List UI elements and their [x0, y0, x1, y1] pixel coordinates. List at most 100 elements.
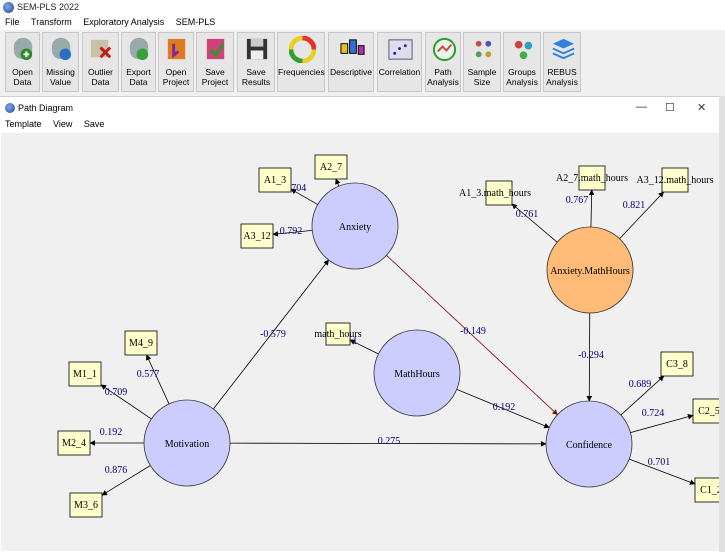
sample-size-button[interactable]: Sample Size [463, 32, 501, 92]
menu-transform[interactable]: Transform [31, 17, 72, 27]
loading-label: 0.192 [100, 427, 123, 438]
indicator-box [661, 167, 689, 193]
loading-label: 0.704 [284, 183, 307, 194]
indicator-node-a1[interactable]: A1_3 [258, 167, 292, 193]
path-analysis-button[interactable]: Path Analysis [425, 32, 461, 92]
loading-label: 0.709 [105, 387, 128, 398]
indicator-box [314, 154, 348, 180]
menu-view[interactable]: View [53, 119, 73, 129]
indicator-label: A2_7 [320, 162, 342, 173]
latent-circle [545, 400, 633, 488]
indicator-label: A3_12 [243, 231, 270, 242]
missing-value-button[interactable]: Missing Value [42, 32, 79, 92]
indicator-label: C3_8 [666, 359, 688, 370]
rebus-analysis-button[interactable]: REBUS Analysis [543, 32, 581, 92]
descriptive-button[interactable]: Descriptive [328, 32, 374, 92]
toolbar-button-label: REBUS Analysis [546, 67, 578, 87]
loading-arrow [100, 384, 152, 420]
latent-label: MathHours [394, 369, 440, 380]
floppy-disk-icon [244, 36, 271, 63]
menu-exploratory-analysis[interactable]: Exploratory Analysis [83, 17, 165, 27]
correlation-button[interactable]: Correlation [377, 32, 422, 92]
indicator-label: M1_1 [73, 369, 97, 380]
indicator-node-m2[interactable]: M2_4 [57, 430, 91, 456]
loading-arrow [588, 189, 595, 228]
indicator-box [578, 165, 606, 191]
loading-label: 0.876 [105, 465, 128, 476]
loading-label: 0.761 [516, 209, 539, 220]
latent-node-motivation[interactable]: Motivation [143, 399, 231, 487]
app-titlebar: SEM-PLS 2022 [0, 0, 725, 15]
outlier-data-button[interactable]: Outlier Data [82, 32, 119, 92]
export-data-button[interactable]: Export Data [121, 32, 156, 92]
indicator-label: A3_12.math_hours [637, 175, 714, 186]
indicator-label: A1_3 [264, 175, 286, 186]
indicator-box [258, 167, 292, 193]
menu-sem-pls[interactable]: SEM-PLS [175, 17, 216, 27]
indicator-node-c2[interactable]: C2_5 [692, 398, 719, 424]
indicator-node-i2[interactable]: A2_7.math_hours [556, 165, 628, 191]
loading-arrow [619, 191, 665, 240]
loading-arrow [620, 375, 665, 416]
minimize-button[interactable]: — [636, 101, 647, 113]
people-icon [470, 36, 497, 63]
toolbar-button-label: Save Results [241, 67, 271, 87]
scatter-icon [387, 36, 414, 63]
latent-label: Anxiety [339, 222, 371, 233]
loading-arrow [511, 203, 558, 243]
latent-node-confidence[interactable]: Confidence [545, 400, 633, 488]
frequencies-button[interactable]: Frequencies [277, 32, 325, 92]
toolbar-button-label: Groups Analysis [506, 67, 538, 87]
indicator-node-c1[interactable]: C1_2 [694, 477, 719, 503]
indicator-box [240, 223, 274, 249]
indicator-node-i1[interactable]: A1_3.math_hours [459, 180, 531, 206]
groups-analysis-button[interactable]: Groups Analysis [503, 32, 541, 92]
indicator-node-i3[interactable]: A3_12.math_hours [637, 167, 714, 193]
menu-file[interactable]: File [5, 17, 20, 27]
close-button[interactable]: ✕ [697, 102, 707, 114]
latent-label: Anxiety.MathHours [550, 266, 630, 277]
path-diagram-canvas[interactable]: 0.7040.6220.79210.5770.7090.1920.8760.68… [1, 133, 719, 551]
loading-label: 0.577 [137, 369, 160, 380]
path-coefficient-label: 0.275 [378, 436, 401, 447]
path-coefficient-label: 0.192 [493, 402, 516, 413]
indicator-node-c3[interactable]: C3_8 [660, 351, 694, 377]
open-data-button[interactable]: Open Data [5, 32, 40, 92]
indicator-node-mh[interactable]: math_hours [314, 322, 362, 346]
menu-template[interactable]: Template [5, 119, 42, 129]
toolbar-button-label: Correlation [378, 67, 421, 77]
path-arrow [456, 389, 550, 429]
loading-label: 0.767 [566, 195, 589, 206]
toolbar-button-label: Missing Value [46, 67, 75, 87]
path-arrow [229, 441, 547, 447]
save-project-button[interactable]: Save Project [196, 32, 234, 92]
menu-save[interactable]: Save [83, 119, 105, 129]
app-title: SEM-PLS 2022 [17, 2, 80, 12]
indicator-label: math_hours [314, 329, 361, 340]
database-missing-icon [48, 36, 75, 63]
loading-arrow [146, 354, 170, 405]
latent-node-interaction[interactable]: Anxiety.MathHours [546, 226, 634, 314]
open-project-button[interactable]: Open Project [158, 32, 194, 92]
path-coefficient-label: -0.149 [460, 326, 486, 337]
latent-node-mathhours[interactable]: MathHours [373, 329, 461, 417]
indicator-node-a2[interactable]: A2_7 [314, 154, 348, 180]
latent-node-anxiety[interactable]: Anxiety [311, 182, 399, 270]
toolbar-button-label: Outlier Data [87, 67, 114, 87]
indicator-node-a3[interactable]: A3_12 [240, 223, 274, 249]
save-results-button[interactable]: Save Results [237, 32, 275, 92]
loading-arrow [335, 178, 341, 187]
path-diagram-window: Path Diagram — ☐ ✕ Template View Save 0.… [0, 96, 725, 553]
indicator-box [325, 322, 351, 346]
indicator-node-m4[interactable]: M4_9 [124, 330, 158, 356]
indicator-box [69, 492, 103, 518]
indicator-box [124, 330, 158, 356]
maximize-button[interactable]: ☐ [665, 102, 675, 114]
toolbar-button-label: Export Data [126, 67, 151, 87]
indicator-node-m1[interactable]: M1_1 [68, 361, 102, 387]
indicator-label: M3_6 [74, 500, 98, 511]
indicator-label: M2_4 [62, 438, 86, 449]
loading-arrow [290, 188, 318, 205]
indicator-node-m3[interactable]: M3_6 [69, 492, 103, 518]
